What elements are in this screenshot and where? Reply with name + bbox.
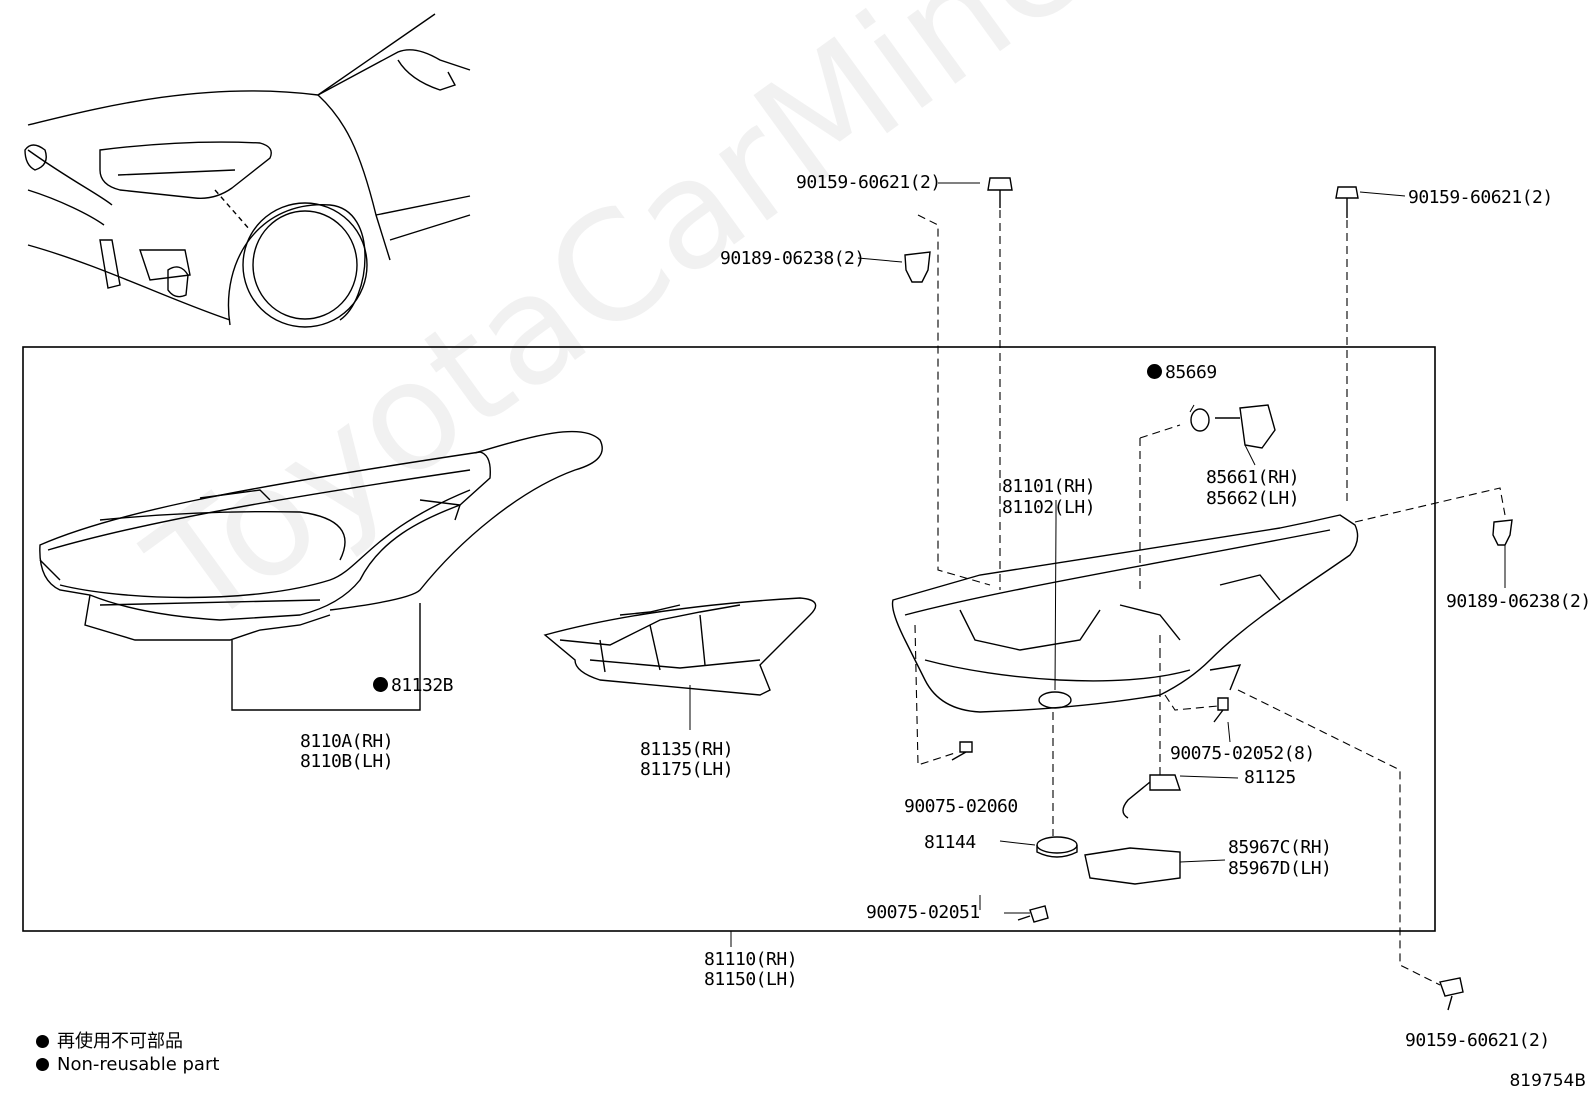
label-clip-90189-right: 90189-06238(2) <box>1446 591 1591 612</box>
label-81144: 81144 <box>924 832 976 853</box>
housing-drawing <box>891 514 1359 713</box>
legend-jp-text: 再使用不可部品 <box>57 1031 183 1052</box>
label-90075-02051: 90075-02051 <box>866 902 980 923</box>
diagram-code: 819754B <box>1509 1071 1586 1091</box>
car-overview-illustration <box>24 13 471 328</box>
label-90075-02060: 90075-02060 <box>904 796 1018 817</box>
extension-drawing <box>543 597 817 696</box>
headlight-lens-drawing <box>39 451 491 641</box>
label-81102-lh: 81102(LH) <box>1002 497 1096 518</box>
legend-jp: 再使用不可部品 <box>36 1031 183 1053</box>
label-90075-02052: 90075-02052(8) <box>1170 743 1315 764</box>
label-bolt-90159-bottom: 90159-60621(2) <box>1405 1030 1550 1051</box>
label-85967c-rh: 85967C(RH) <box>1228 837 1332 858</box>
label-85967d-lh: 85967D(LH) <box>1228 858 1332 879</box>
label-85669: 85669 <box>1147 363 1217 383</box>
actuator-drawing <box>1190 404 1276 449</box>
assembly-frame <box>22 346 1436 932</box>
non-reusable-bullet <box>373 677 388 692</box>
label-81175-lh: 81175(LH) <box>640 759 734 780</box>
label-clip-90189-top: 90189-06238(2) <box>720 248 865 269</box>
leader-lines <box>419 182 1506 947</box>
legend-dot <box>36 1035 49 1048</box>
label-81101-rh: 81101(RH) <box>1002 476 1096 497</box>
fastener-icons <box>904 177 1513 1011</box>
label-85669-text: 85669 <box>1165 362 1217 383</box>
label-bolt-90159-top: 90159-60621(2) <box>796 172 941 193</box>
label-81135-rh: 81135(RH) <box>640 739 734 760</box>
wire-harness-drawing <box>329 430 603 611</box>
legend-dot <box>36 1058 49 1071</box>
label-85662-lh: 85662(LH) <box>1206 488 1300 509</box>
non-reusable-bullet <box>1147 364 1162 379</box>
legend-en: Non-reusable part <box>36 1054 219 1076</box>
label-81150-lh: 81150(LH) <box>704 969 798 990</box>
legend-en-text: Non-reusable part <box>57 1054 220 1075</box>
label-81125: 81125 <box>1244 767 1296 788</box>
label-81110-rh: 81110(RH) <box>704 949 798 970</box>
label-81132b-text: 81132B <box>391 675 454 696</box>
label-8110a-rh: 8110A(RH) <box>300 731 394 752</box>
label-8110b-lh: 8110B(LH) <box>300 751 394 772</box>
label-81132b: 81132B <box>373 675 454 696</box>
dashed-guides <box>914 210 1506 986</box>
label-bolt-90159-right: 90159-60621(2) <box>1408 187 1553 208</box>
label-85661-rh: 85661(RH) <box>1206 467 1300 488</box>
